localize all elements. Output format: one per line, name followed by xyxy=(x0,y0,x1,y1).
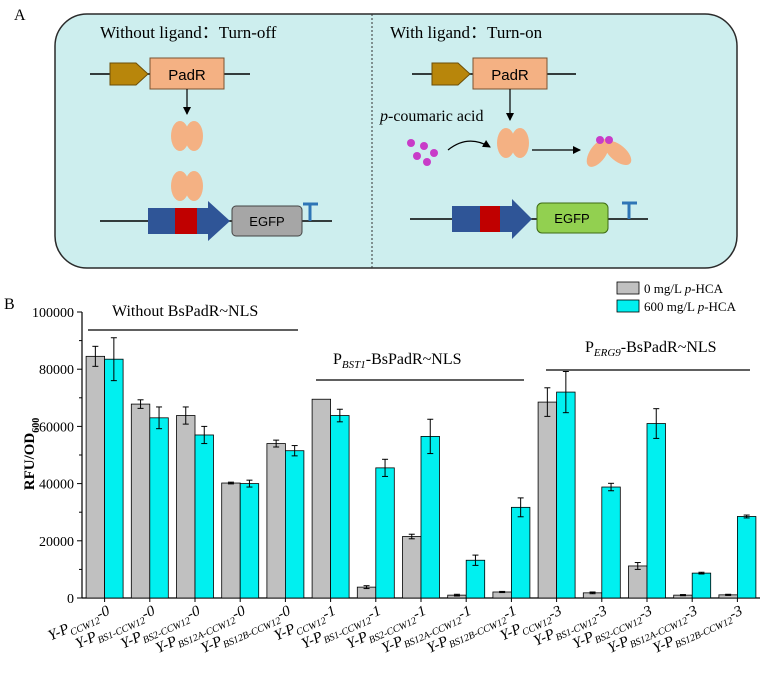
bar-s1-c2 xyxy=(194,434,214,599)
bar-s1-c11 xyxy=(601,486,621,599)
y-axis-title: RFU/OD600 xyxy=(22,418,42,491)
egfp-on-box xyxy=(536,202,609,234)
left-reporter-construct: EGFP xyxy=(100,201,332,241)
padr-gene-label: PadR xyxy=(168,67,206,84)
bar-s1-c0 xyxy=(104,358,124,599)
promoter-arrow xyxy=(109,62,149,86)
operator-site xyxy=(175,208,197,234)
bar-s1-c9 xyxy=(510,506,531,599)
terminator-icon xyxy=(303,202,318,221)
bar-s0-c10 xyxy=(537,401,557,599)
bar-s1-c12 xyxy=(646,423,666,599)
group-label-bst1: PBST1-BsPadR~NLS xyxy=(333,351,462,371)
group-label-erg9: PERG9-BsPadR~NLS xyxy=(585,339,717,359)
y-tick-label: 0 xyxy=(67,592,74,607)
bar-s1-c7 xyxy=(420,436,440,599)
left-regulator-construct: PadR xyxy=(90,57,250,201)
bar-s1-c10 xyxy=(556,391,576,599)
promoter-arrow xyxy=(431,62,471,86)
terminator-icon xyxy=(622,201,637,219)
right-reporter-construct: EGFP xyxy=(410,199,648,239)
bar-s0-c1 xyxy=(130,403,151,599)
legend-swatch-0 xyxy=(616,281,640,295)
bar-s0-c4 xyxy=(266,443,286,599)
padr-dimer xyxy=(171,121,189,151)
padr-gene-label: PadR xyxy=(491,67,529,84)
legend-label-1: 600 mg/L p-HCA xyxy=(644,299,737,314)
y-tick-label: 40000 xyxy=(39,478,74,493)
bar-s0-c12 xyxy=(628,565,648,599)
legend-swatch-1 xyxy=(616,299,640,313)
bar-s0-c7 xyxy=(402,536,422,599)
y-tick-label: 80000 xyxy=(39,363,74,378)
padr-gene-box xyxy=(472,57,548,90)
bar-s1-c13 xyxy=(691,572,712,599)
panel-a-label: A xyxy=(14,7,26,24)
egfp-off-label: EGFP xyxy=(249,214,284,229)
bar-s1-c8 xyxy=(465,559,486,599)
right-regulator-construct: PadR p-coumaric acid xyxy=(379,57,632,167)
y-tick-label: 60000 xyxy=(39,420,74,435)
bar-s1-c5 xyxy=(330,415,350,599)
binding-arrow xyxy=(447,139,491,151)
operator-site xyxy=(480,206,500,232)
bar-s0-c3 xyxy=(221,482,241,599)
bar-s0-c2 xyxy=(176,415,196,599)
bar-s0-c0 xyxy=(85,355,105,599)
group-label-without: Without BsPadR~NLS xyxy=(112,303,258,320)
bar-s1-c1 xyxy=(149,417,169,599)
y-tick-label: 100000 xyxy=(32,306,74,321)
bar-s1-c4 xyxy=(284,450,305,599)
egfp-off-box xyxy=(231,205,303,237)
turn-on-title: With ligand：Turn-on xyxy=(390,23,543,42)
padr-bound-dimer xyxy=(171,171,189,201)
bar-s1-c14 xyxy=(737,516,757,599)
padr-ligand-complex xyxy=(586,139,610,167)
egfp-on-label: EGFP xyxy=(554,211,589,226)
bar-s0-c5 xyxy=(311,398,332,599)
y-tick-label: 20000 xyxy=(39,535,74,550)
panel-b-label: B xyxy=(4,296,15,313)
legend-label-0: 0 mg/L p-HCA xyxy=(644,281,724,296)
ligand-molecule xyxy=(407,139,415,147)
ligand-label: p-coumaric acid xyxy=(379,108,484,125)
legend: 0 mg/L p-HCA 600 mg/L p-HCA xyxy=(616,281,737,314)
padr-dimer xyxy=(497,128,515,158)
bar-s1-c3 xyxy=(239,483,260,599)
turn-off-title: Without ligand：Turn-off xyxy=(100,23,277,42)
padr-gene-box xyxy=(149,57,225,90)
bar-s1-c6 xyxy=(375,467,395,599)
